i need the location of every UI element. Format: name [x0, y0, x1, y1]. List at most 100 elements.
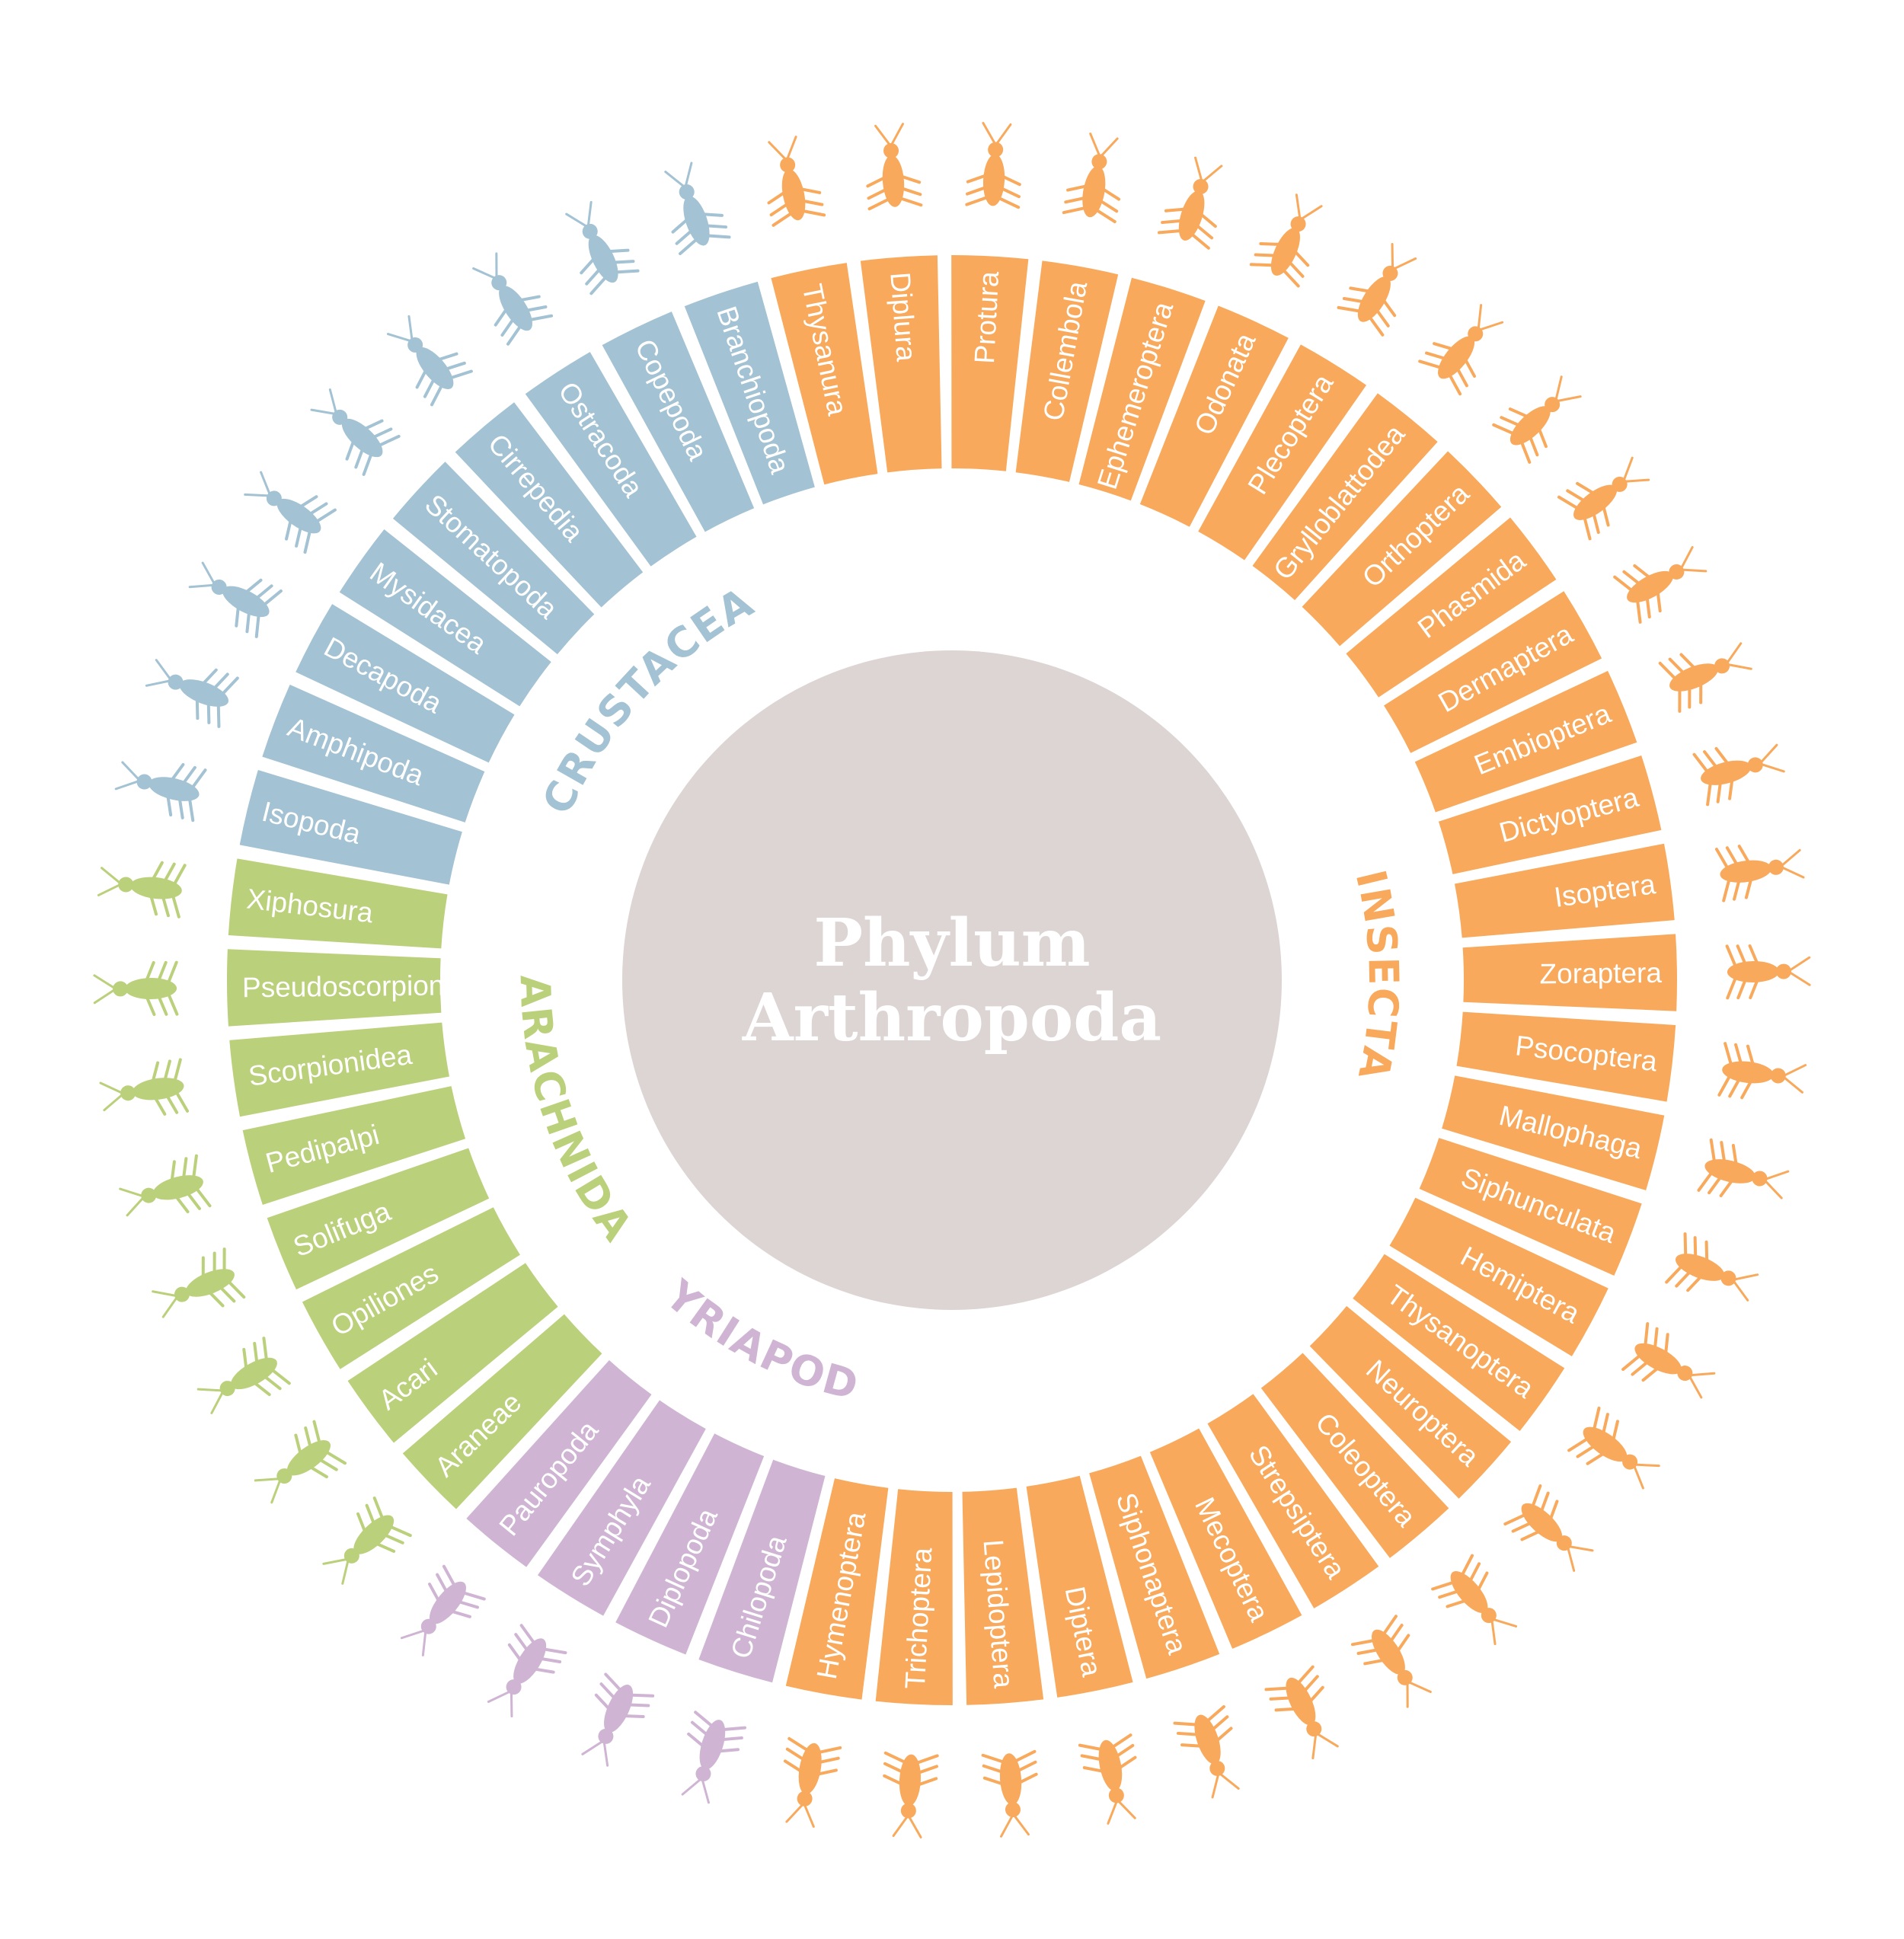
segment-phasmida — [1346, 517, 1557, 698]
segment-acari — [347, 1263, 558, 1443]
segment-mallophaga — [1442, 1075, 1665, 1190]
segment-opiliones — [302, 1207, 520, 1369]
segment-scorpionidea — [229, 1022, 450, 1117]
silhouette-araneae-icon — [322, 1497, 412, 1585]
silhouette-mecoptera-icon — [1264, 1665, 1339, 1760]
segment-chilopoda — [698, 1459, 826, 1683]
segment-neuroptera — [1309, 1305, 1512, 1499]
order-label: Trichoptera — [899, 1547, 938, 1690]
silhouette-acari-icon — [254, 1420, 347, 1504]
order-label: Protura — [969, 270, 1005, 365]
silhouette-zoraptera-icon — [1725, 944, 1811, 1000]
segment-decapoda — [296, 604, 515, 763]
segment-plecoptera — [1198, 344, 1367, 561]
group-label-arc — [1292, 737, 1369, 1216]
silhouette-pedipalpi-icon — [119, 1154, 212, 1217]
segment-orthoptera — [1302, 451, 1502, 647]
silhouette-symphyla-icon — [487, 1624, 567, 1717]
segment-branchiopoda — [684, 281, 815, 505]
segment-araneae — [402, 1314, 602, 1509]
silhouette-psocoptera-icon — [1717, 1042, 1807, 1100]
silhouette-hemiptera-icon — [1621, 1322, 1716, 1399]
silhouette-plecoptera-icon — [1337, 243, 1417, 337]
segment-thysanoptera — [1353, 1254, 1565, 1431]
segment-dermaptera — [1384, 591, 1602, 753]
order-label: Pseudoscorpiones — [242, 970, 474, 1003]
segment-hemiptera — [1389, 1197, 1608, 1356]
group-label-insecta: INSECTA — [1347, 865, 1408, 1084]
segment-mecoptera — [1149, 1428, 1302, 1649]
silhouette-neuroptera-icon — [1503, 1484, 1594, 1572]
segment-mysidacea — [339, 529, 551, 707]
silhouette-trichoptera-icon — [883, 1751, 939, 1838]
segment-diptera — [1026, 1475, 1133, 1698]
segment-xiphosura — [228, 858, 448, 949]
silhouette-phasmida-icon — [1557, 456, 1650, 541]
silhouette-lepidoptera-icon — [981, 1749, 1038, 1838]
segment-thysanura — [771, 263, 878, 485]
silhouette-protura-icon — [965, 122, 1021, 209]
title-line-2: Arthropoda — [742, 979, 1161, 1056]
silhouette-chilopoda-icon — [681, 1711, 747, 1804]
segment-siphonaptera — [1089, 1455, 1220, 1679]
silhouette-solifuga-icon — [152, 1247, 246, 1318]
silhouette-isoptera-icon — [1714, 845, 1805, 902]
segment-psocoptera — [1456, 1011, 1676, 1102]
segment-isoptera — [1454, 843, 1675, 938]
segment-coleoptera — [1260, 1353, 1449, 1558]
segment-collembola — [1015, 260, 1119, 482]
silhouette-collembola-icon — [1062, 133, 1121, 224]
silhouette-pseudoscorpiones-icon — [93, 960, 179, 1016]
silhouette-siphunculata-icon — [1665, 1232, 1759, 1302]
silhouette-isopoda-icon — [114, 761, 207, 823]
segment-stomatopoda — [392, 462, 595, 655]
silhouette-mallophaga-icon — [1697, 1138, 1790, 1199]
group-label-text: INSECTA — [1347, 865, 1407, 1084]
silhouette-scorpionidea-icon — [99, 1058, 190, 1116]
silhouette-dictyoptera-icon — [1692, 743, 1785, 807]
segment-diplura — [860, 255, 942, 473]
segment-cirrepedia — [455, 402, 644, 608]
order-label: Diplura — [884, 271, 922, 363]
center-disc — [622, 650, 1282, 1310]
animal-silhouettes — [93, 122, 1811, 1838]
silhouette-diplura-icon — [866, 123, 923, 211]
segment-protura — [951, 255, 1029, 471]
silhouette-amphipoda-icon — [145, 659, 239, 728]
segment-solifuga — [267, 1148, 490, 1290]
segment-zoraptera — [1462, 934, 1677, 1011]
silhouette-mysidacea-icon — [244, 471, 337, 554]
silhouette-pauropoda-icon — [400, 1564, 486, 1656]
segment-isopoda — [239, 770, 462, 885]
segment-trichoptera — [875, 1489, 953, 1706]
segment-pseudoscorpiones — [227, 949, 442, 1027]
segment-pedipalpi — [242, 1086, 466, 1205]
silhouette-ephemeroptera-icon — [1157, 156, 1223, 250]
segment-grylloblattodea — [1252, 393, 1438, 600]
segment-ostracoda — [525, 352, 697, 567]
segment-siphunculata — [1419, 1138, 1642, 1276]
segment-copepoda — [602, 311, 755, 532]
silhouette-xiphosura-icon — [97, 861, 187, 918]
segment-ephemeroptera — [1078, 277, 1206, 501]
title-line-1: Phylum — [813, 905, 1090, 982]
segment-dictyoptera — [1438, 755, 1662, 874]
group-label-text: ARACHNIDA — [511, 974, 641, 1251]
silhouette-grylloblattodea-icon — [1418, 304, 1504, 396]
silhouette-stomatopoda-icon — [310, 388, 401, 476]
silhouette-decapoda-icon — [188, 561, 283, 638]
segment-symphyla — [537, 1400, 706, 1616]
silhouette-opiliones-icon — [196, 1337, 291, 1414]
silhouette-copepoda-icon — [565, 200, 640, 295]
segment-diplopoda — [615, 1433, 765, 1655]
silhouette-orthoptera-icon — [1492, 375, 1582, 464]
silhouette-ostracoda-icon — [472, 252, 554, 346]
segment-strepsiptera — [1207, 1394, 1379, 1608]
segment-odonata — [1139, 305, 1289, 527]
order-label: Zoraptera — [1539, 957, 1662, 990]
segment-hymenoptera — [785, 1478, 889, 1700]
silhouette-hymenoptera-icon — [783, 1736, 842, 1828]
segment-pauropoda — [466, 1360, 652, 1567]
segment-lepidoptera — [962, 1487, 1044, 1705]
